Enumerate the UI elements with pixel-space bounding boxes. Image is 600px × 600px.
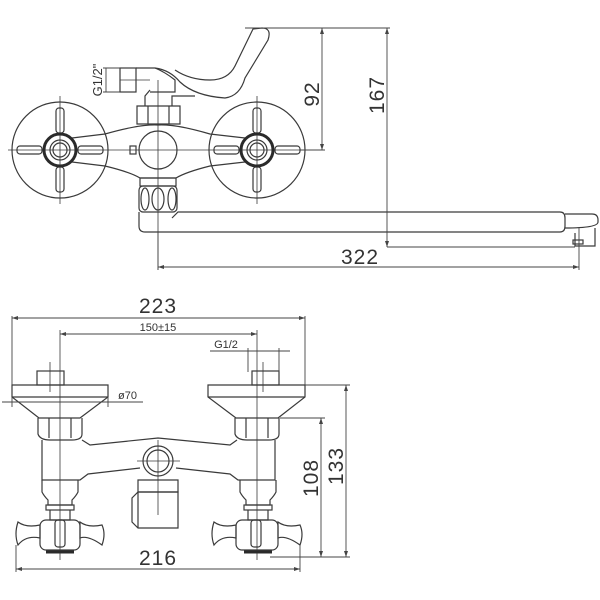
top-hex-nut [136, 105, 181, 125]
dim-spout-height: 92 [301, 81, 324, 106]
bottom-view-plan: 223 150±15 G1/2 ø70 108 133 [2, 295, 350, 572]
diverter-lever [154, 27, 270, 99]
right-cross-handle [213, 107, 301, 193]
aerator [574, 228, 596, 247]
body-upper-edge [71, 124, 246, 139]
spout [138, 211, 566, 233]
dim-total-depth: 133 [325, 447, 348, 485]
diverter-outlet [142, 445, 174, 477]
dim-total-height: 167 [366, 76, 389, 114]
right-flange [207, 362, 306, 441]
top-view-front-elevation: 92 167 322 G1/2" [8, 27, 599, 270]
right-lower-handle [211, 480, 303, 554]
dim-inlet-thread: G1/2 [214, 339, 238, 351]
dim-handle-span: 216 [139, 547, 177, 570]
diverter-body [138, 130, 178, 170]
body-lower-edge [71, 161, 246, 179]
left-cross-handle [16, 107, 104, 193]
dim-depth-to-body: 108 [300, 459, 323, 497]
dim-flange-diameter: ø70 [118, 390, 137, 402]
left-lower-handle [15, 480, 105, 554]
dim-overall-width: 223 [139, 295, 177, 318]
dim-spout-reach: 322 [341, 246, 379, 269]
dim-center-distance: 150±15 [140, 322, 177, 334]
mixer-body [41, 440, 276, 481]
spout-nut [138, 185, 178, 213]
dim-outlet-thread: G1/2" [90, 63, 105, 96]
